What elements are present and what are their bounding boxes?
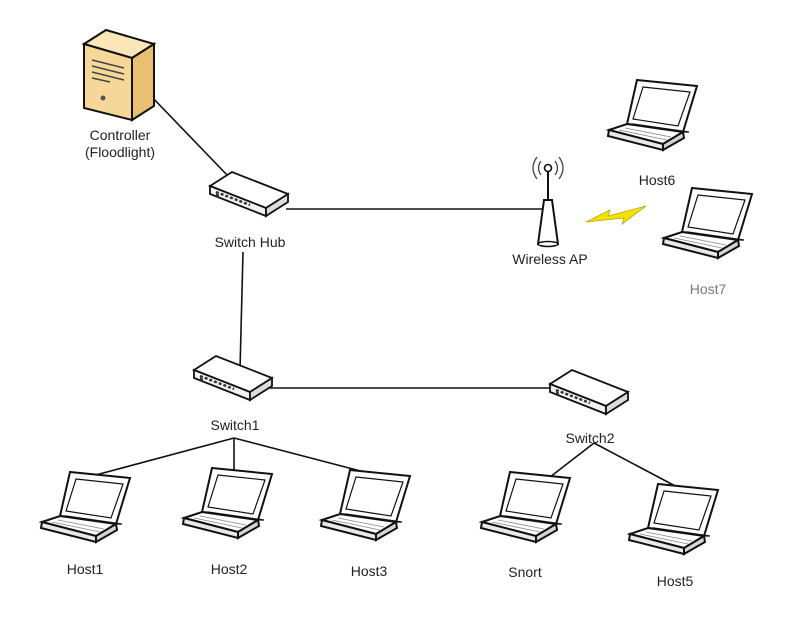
- host3-label: Host3: [350, 563, 388, 579]
- controller-label-line1: Controller: [89, 127, 151, 143]
- controller-label-line2: (Floodlight): [84, 144, 156, 160]
- link-controller-switchhub: [149, 94, 229, 177]
- switch1-icon: [192, 354, 274, 402]
- host2-laptop-icon: [182, 467, 273, 539]
- lightning-bolt-icon: [585, 205, 647, 226]
- controller-label: Controller (Floodlight): [70, 127, 170, 161]
- switch-hub-label: Switch Hub: [214, 234, 286, 250]
- host6-laptop-icon: [607, 79, 698, 151]
- snort-laptop-icon: [480, 471, 571, 543]
- network-links: [91, 94, 680, 489]
- host3-laptop-icon: [320, 469, 411, 541]
- switch2-label: Switch2: [565, 430, 615, 446]
- switch2-icon: [548, 368, 630, 416]
- host1-laptop-icon: [40, 471, 131, 543]
- link-switchhub-switch1: [239, 251, 244, 371]
- host6-label: Host6: [638, 172, 676, 188]
- link-switch1-host1: [91, 437, 235, 477]
- host5-label: Host5: [656, 573, 694, 589]
- link-switch1-host3: [233, 437, 373, 475]
- host7-label: Host7: [689, 281, 727, 297]
- link-switch2-host5: [593, 442, 680, 489]
- wireless-ap-label: Wireless AP: [512, 251, 588, 267]
- host2-label: Host2: [210, 561, 248, 577]
- server-tower-icon: [81, 28, 157, 122]
- snort-label: Snort: [508, 564, 542, 580]
- host5-laptop-icon: [628, 483, 719, 555]
- switch-hub-icon: [208, 170, 290, 218]
- host7-laptop-icon: [662, 187, 753, 259]
- switch1-label: Switch1: [210, 417, 260, 433]
- host1-label: Host1: [66, 561, 104, 577]
- wireless-antenna-icon: [532, 156, 564, 248]
